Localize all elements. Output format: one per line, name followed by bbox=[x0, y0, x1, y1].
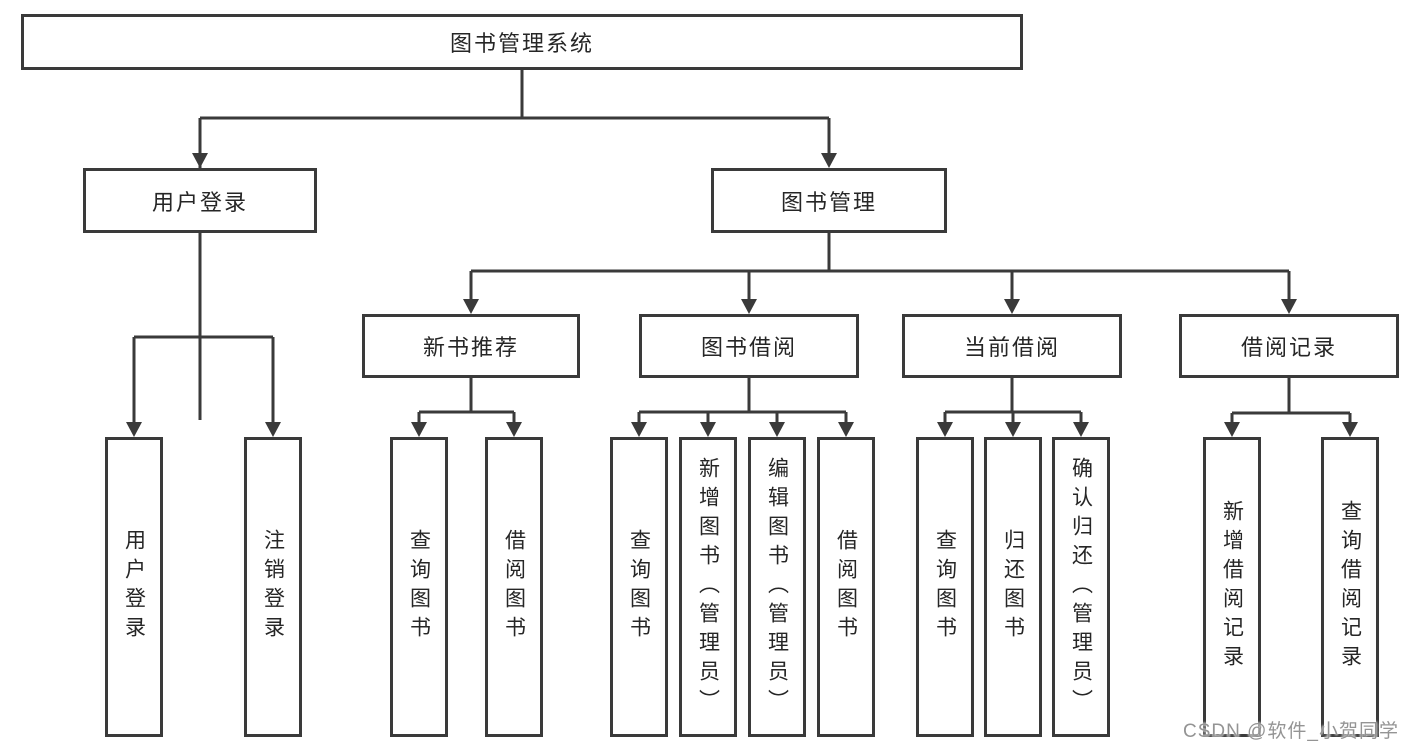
node-label: 用户登录 bbox=[122, 529, 146, 645]
node-label: 新增借阅记录 bbox=[1220, 500, 1244, 674]
arrowhead bbox=[700, 422, 716, 437]
node-book-borrow: 图书借阅 bbox=[639, 314, 859, 378]
node-label: 借阅记录 bbox=[1240, 335, 1337, 360]
node-label: 确认归还（管理员） bbox=[1069, 456, 1093, 718]
node-library-system: 图书管理系统 bbox=[21, 14, 1023, 70]
arrowhead bbox=[741, 299, 757, 314]
node-user-login: 用户登录 bbox=[83, 168, 317, 233]
arrowhead bbox=[506, 422, 522, 437]
leaf-query-books-current: 查询图书 bbox=[916, 437, 974, 737]
leaf-query-borrow-record: 查询借阅记录 bbox=[1321, 437, 1379, 737]
leaf-borrow-books-recommend: 借阅图书 bbox=[485, 437, 543, 737]
node-label: 编辑图书（管理员） bbox=[765, 456, 789, 718]
leaf-query-books-borrow: 查询图书 bbox=[610, 437, 668, 737]
connector-currentborrow-to-leaves bbox=[937, 378, 1089, 437]
arrowhead bbox=[1281, 299, 1297, 314]
node-label: 查询借阅记录 bbox=[1338, 500, 1362, 674]
leaf-query-books-recommend: 查询图书 bbox=[390, 437, 448, 737]
node-current-borrow: 当前借阅 bbox=[902, 314, 1122, 378]
arrowhead bbox=[769, 422, 785, 437]
arrowhead bbox=[1004, 299, 1020, 314]
arrowhead bbox=[1342, 422, 1358, 437]
arrowhead bbox=[265, 422, 281, 437]
node-label: 借阅图书 bbox=[502, 529, 526, 645]
node-label: 查询图书 bbox=[407, 529, 431, 645]
node-label: 注销登录 bbox=[261, 529, 285, 645]
leaf-user-login: 用户登录 bbox=[105, 437, 163, 737]
leaf-add-book-admin: 新增图书（管理员） bbox=[679, 437, 737, 737]
node-label: 新增图书（管理员） bbox=[696, 456, 720, 718]
node-label: 用户登录 bbox=[151, 189, 248, 215]
leaf-add-borrow-record: 新增借阅记录 bbox=[1203, 437, 1261, 737]
arrowhead bbox=[1073, 422, 1089, 437]
arrowhead bbox=[838, 422, 854, 437]
arrowhead bbox=[463, 299, 479, 314]
node-label: 当前借阅 bbox=[963, 335, 1060, 360]
arrowhead bbox=[821, 153, 837, 168]
arrowhead bbox=[937, 422, 953, 437]
leaf-borrow-books: 借阅图书 bbox=[817, 437, 875, 737]
connector-bookmgmt-to-level3 bbox=[463, 233, 1297, 314]
arrowhead bbox=[631, 422, 647, 437]
arrowhead bbox=[192, 153, 208, 168]
csdn-watermark: CSDN @软件_小贺同学 bbox=[1183, 721, 1399, 742]
connector-borrowrecords-to-leaves bbox=[1224, 378, 1358, 437]
node-label: 查询图书 bbox=[933, 529, 957, 645]
node-label: 查询图书 bbox=[627, 529, 651, 645]
node-borrow-records: 借阅记录 bbox=[1179, 314, 1399, 378]
arrowhead bbox=[1005, 422, 1021, 437]
connector-newbook-to-leaves bbox=[411, 378, 522, 437]
leaf-return-books: 归还图书 bbox=[984, 437, 1042, 737]
arrowhead bbox=[1224, 422, 1240, 437]
node-label: 借阅图书 bbox=[834, 529, 858, 645]
node-label: 图书借阅 bbox=[700, 335, 797, 360]
leaf-logout: 注销登录 bbox=[244, 437, 302, 737]
node-book-management: 图书管理 bbox=[711, 168, 947, 233]
node-label: 图书管理 bbox=[780, 189, 877, 215]
node-label: 归还图书 bbox=[1001, 529, 1025, 645]
node-label: 图书管理系统 bbox=[449, 31, 594, 56]
arrowhead bbox=[126, 422, 142, 437]
connector-userlogin-to-leaves bbox=[126, 233, 281, 437]
leaf-edit-book-admin: 编辑图书（管理员） bbox=[748, 437, 806, 737]
node-label: 新书推荐 bbox=[422, 335, 519, 360]
leaf-confirm-return-admin: 确认归还（管理员） bbox=[1052, 437, 1110, 737]
connector-root-to-level2 bbox=[192, 70, 837, 420]
connector-bookborrow-to-leaves bbox=[631, 378, 854, 437]
node-new-book-recommend: 新书推荐 bbox=[362, 314, 580, 378]
arrowhead bbox=[411, 422, 427, 437]
